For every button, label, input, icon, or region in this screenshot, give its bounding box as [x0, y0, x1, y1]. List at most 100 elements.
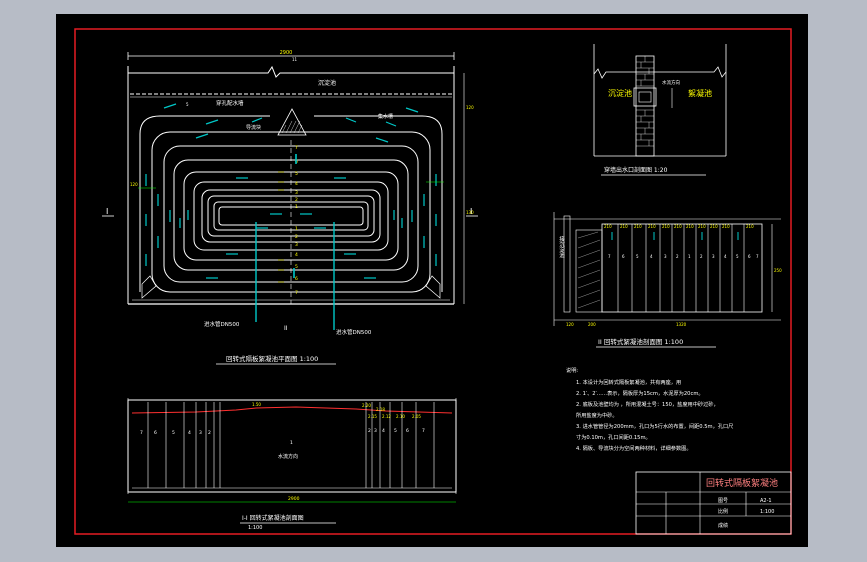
s1-no-left: 4 — [188, 430, 191, 436]
s2-ch: 2 — [676, 254, 679, 259]
label-scale: 比例 — [718, 508, 728, 515]
outlet-detail: 沉淀池 絮凝池 水流方向 穿墙出水口剖面图 1:20 — [593, 44, 727, 176]
title-block: 回转式隔板絮凝池 图号 A2-1 比例 1:100 成绩 — [635, 471, 792, 535]
guide-block — [277, 108, 307, 136]
s1-top-no: 2.20 — [362, 403, 371, 408]
section-mark-bottom: II — [284, 325, 288, 332]
ch-no: 5 — [295, 171, 298, 177]
note-line: 2. 底板及池壁均为 ，所用混凝土号：150，盐度用中砂过砂， — [576, 400, 719, 408]
plan-dim-right-top: 120 — [466, 105, 474, 110]
water-surface — [131, 406, 453, 414]
drawing-no: A2-1 — [760, 498, 772, 504]
s1-no-left: 6 — [154, 430, 157, 436]
s1-water-level: 1.50 — [252, 402, 261, 407]
section-ii: 210 210 210 210 210 210 210 210 210 210 … — [542, 212, 782, 348]
s2-ch: 3 — [664, 254, 667, 259]
ch-no: 4 — [295, 181, 298, 187]
s2-ch: 7 — [608, 254, 611, 259]
scale-value: 1:100 — [760, 509, 774, 515]
sedimentation-label: 沉淀池 — [318, 79, 336, 87]
plan-side-dim: 120 — [130, 182, 138, 187]
label-score: 成绩 — [718, 522, 728, 529]
ch-no: 4 — [295, 252, 298, 258]
s1-top-no: 2.05 — [412, 414, 421, 419]
s1-no-right: 5 — [394, 428, 397, 434]
s1-center-no: 1 — [290, 440, 293, 446]
s1-length-dim: 2900 — [288, 496, 300, 502]
s2-ch: 4 — [724, 254, 727, 259]
section2-height: 250 — [774, 268, 782, 273]
s2-ch: 6 — [748, 254, 751, 259]
note-line: 4. 隔板、导流块分为空间两种材料，详细参数图。 — [576, 444, 692, 452]
ch-no: 7 — [295, 290, 298, 296]
s2-dim: 210 — [686, 224, 694, 229]
note-line: 所用盐度为中砂。 — [576, 411, 618, 419]
ch-no: 7 — [295, 145, 298, 151]
s1-no-right: 3 — [374, 428, 377, 434]
perforated-wall-label: 穿孔配水墙 — [216, 99, 244, 107]
s2-dim: 210 — [710, 224, 718, 229]
section-i: 7 6 5 4 3 2 2 3 4 5 6 7 1 1.50 2.20 2.18… — [127, 398, 457, 531]
s1-no-left: 5 — [172, 430, 175, 436]
s2-dim: 210 — [746, 224, 754, 229]
s1-top-no: 2.12 — [382, 414, 391, 419]
detail-right-label: 絮凝池 — [688, 88, 712, 98]
s1-no-left: 3 — [199, 430, 202, 436]
ch-no: 1 — [295, 204, 298, 210]
s2-dim: 210 — [620, 224, 628, 229]
flow-arrows — [145, 103, 437, 279]
plan-dim-right-mid: 130 — [466, 210, 474, 215]
section-mark-right: I — [470, 207, 472, 216]
s1-no-right: 2 — [368, 428, 371, 434]
s2-ch: 5 — [636, 254, 639, 259]
note-line: 寸为0.10m，孔口间距0.15m。 — [576, 433, 651, 441]
s2-dim: 210 — [722, 224, 730, 229]
plan-caption: 回转式隔板絮凝池平面图 1:100 — [226, 354, 318, 363]
s2-ch: 3 — [712, 254, 715, 259]
s1-top-no: 2.18 — [376, 407, 385, 412]
s2-side: 接沉淀池 — [542, 235, 565, 259]
red-frame — [74, 28, 792, 535]
s2-dim: 210 — [634, 224, 642, 229]
drawing-sheet: 2900 11 沉淀池 穿孔配水墙 导流块 集水槽 5 — [56, 14, 808, 547]
s2-dim: 210 — [674, 224, 682, 229]
s2-dim: 210 — [662, 224, 670, 229]
cad-drawing: 2900 11 沉淀池 穿孔配水墙 导流块 集水槽 5 — [74, 28, 792, 535]
s2-dim: 210 — [698, 224, 706, 229]
note-line: 3. 进水管管径为200mm，孔口为5行水的布置，间距0.5m，孔口尺 — [576, 422, 733, 430]
section2-caption: II 回转式絮凝池剖面图 1:100 — [598, 337, 683, 346]
s2-dim: 210 — [648, 224, 656, 229]
s1-no-left: 7 — [140, 430, 143, 436]
channel-number-top: 5 — [186, 102, 189, 107]
notes-title: 说明: — [566, 366, 578, 374]
ch-no: 3 — [295, 190, 298, 196]
s1-top-no: 2.10 — [396, 414, 405, 419]
detail-left-label: 沉淀池 — [608, 88, 632, 98]
notes: 说明: 1. 本设计为回转式隔板絮凝池，共有两座，用 2. 1′、2′……表示，… — [566, 366, 733, 452]
s2-base-dim: 120 — [566, 322, 574, 327]
s2-ch: 2 — [700, 254, 703, 259]
label-drawing-no: 图号 — [718, 498, 728, 504]
ch-no: 6 — [295, 276, 298, 282]
section1-caption: I-I 回转式絮凝池剖面图 — [242, 514, 304, 522]
plan-view: 2900 11 沉淀池 穿孔配水墙 导流块 集水槽 5 — [102, 50, 478, 365]
ch-no: 5 — [295, 264, 298, 270]
s1-no-left: 2 — [208, 430, 211, 436]
title-block-title: 回转式隔板絮凝池 — [706, 477, 778, 489]
hatched-block — [575, 229, 603, 313]
note-line: 2. 1′、2′……表示，隔板厚为15cm，水泥厚为20cm。 — [576, 389, 704, 397]
note-line: 1. 本设计为回转式隔板絮凝池，共有两座，用 — [576, 378, 681, 386]
s1-flow-label: 水流方向 — [278, 453, 298, 460]
s1-no-right: 7 — [422, 428, 425, 434]
inlet-pipe-label-1: 进水管DN500 — [204, 320, 240, 328]
ch-no: 2 — [295, 197, 298, 203]
detail-right: 絮凝池 — [688, 88, 712, 98]
detail-caption: 穿墙出水口剖面图 1:20 — [604, 166, 668, 174]
s2-dim: 210 — [604, 224, 612, 229]
channel-numbers: 7 6 5 4 3 2 1 1 2 3 4 5 6 7 — [295, 145, 298, 296]
detail-left: 沉淀池 — [608, 88, 632, 98]
plan-dim-small: 11 — [292, 57, 298, 62]
plan-width-dim: 2900 — [280, 50, 293, 56]
s2-base-dim: 1320 — [676, 322, 687, 327]
ch-no: 1 — [295, 226, 298, 232]
